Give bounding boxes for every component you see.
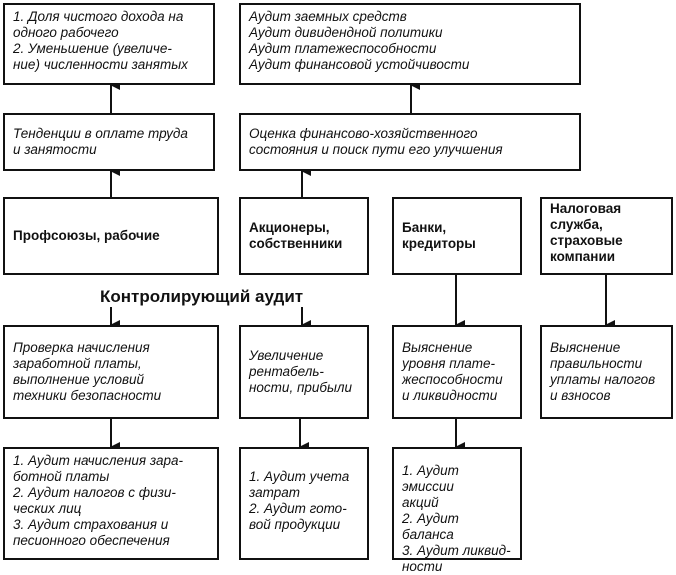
trend-finance-box: Оценка финансово-хозяйственного состояни… [239, 113, 581, 171]
party-tax-box: Налоговая служба, страховые компании [540, 197, 673, 275]
result-labor-box: 1. Доля чистого дохода на одного рабочег… [3, 3, 215, 85]
party-shareholders-box: Акционеры, собственники [239, 197, 369, 275]
audit-flowchart: 1. Доля чистого дохода на одного рабочег… [3, 3, 673, 574]
task-shareholders-box: Увеличение рентабель- ности, прибыли [239, 325, 369, 419]
party-banks-box: Банки, кредиторы [392, 197, 522, 275]
control-audit-heading: Контролирующий аудит [100, 287, 304, 306]
connector-lines [110, 80, 615, 452]
audit-shareholders-box: 1. Аудит учета затрат 2. Аудит гото- вой… [239, 447, 369, 560]
result-finance-box: Аудит заемных средств Аудит дивидендной … [239, 3, 581, 85]
task-unions-box: Проверка начисления заработной платы, вы… [3, 325, 219, 419]
party-unions-box: Профсоюзы, рабочие [3, 197, 219, 275]
trend-labor-box: Тенденции в оплате труда и занятости [3, 113, 215, 171]
audit-unions-box: 1. Аудит начисления зара- ботной платы 2… [3, 447, 219, 560]
audit-banks-box: 1. Аудит эмиссии акций 2. Аудит баланса … [392, 447, 522, 574]
task-banks-box: Выяснение уровня плате- жеспособности и … [392, 325, 522, 419]
task-tax-box: Выяснение правильности уплаты налогов и … [540, 325, 673, 419]
